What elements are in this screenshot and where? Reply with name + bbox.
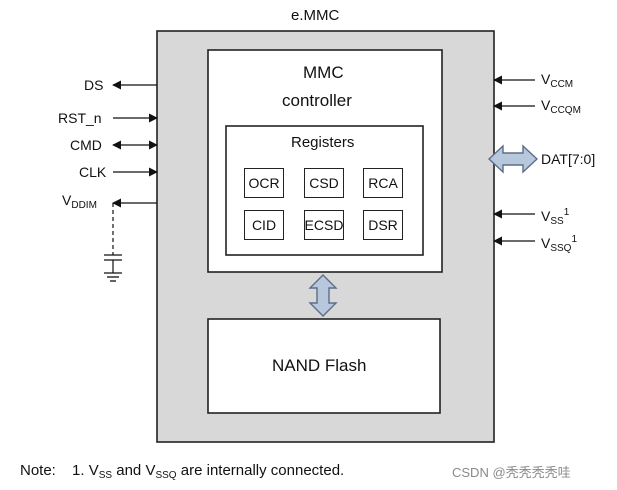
registers-heading: Registers: [291, 134, 355, 151]
pin-rst-label: RST_n: [58, 110, 102, 126]
pin-ds-label: DS: [84, 77, 104, 93]
register-cid: CID: [244, 210, 284, 240]
chip-title: e.MMC: [291, 7, 340, 24]
pin-vss-note-ref: 1: [563, 207, 570, 218]
pin-vssq-sub: SSQ: [550, 243, 572, 254]
pin-vccqm-main: V: [541, 97, 551, 113]
register-ocr: OCR: [244, 168, 284, 198]
pin-clk-label: CLK: [79, 164, 107, 180]
pin-vddim-main: V: [62, 192, 72, 208]
pin-vddim-label: VDDIM: [62, 192, 97, 214]
note-and: and: [116, 462, 142, 479]
note-number: 1.: [72, 462, 85, 479]
pin-vddim-sub: DDIM: [71, 200, 97, 211]
register-rca: RCA: [363, 168, 403, 198]
register-csd: CSD: [304, 168, 344, 198]
internal-bus-arrow: [308, 274, 338, 317]
controller-title-line2: controller: [282, 91, 352, 110]
nand-flash-block: [207, 318, 441, 414]
controller-title-line1: MMC: [303, 63, 344, 82]
register-dsr: DSR: [363, 210, 403, 240]
pin-vss-main: V: [541, 208, 551, 224]
note-tail: are internally connected.: [180, 462, 345, 479]
nand-flash-label: NAND Flash: [272, 356, 367, 375]
pin-vccqm-label: VCCQM: [541, 97, 581, 119]
pin-vssq-note-ref: 1: [571, 234, 578, 245]
pin-vccm-label: VCCM: [541, 71, 573, 93]
note-vssq: VSSQ: [145, 462, 177, 482]
note-label: Note:: [20, 462, 56, 479]
note-vss: VSS: [88, 462, 113, 482]
pin-vssq-label: VSSQ1: [541, 232, 577, 257]
pin-vss-sub: SS: [550, 216, 564, 227]
footnote: Note: 1. VSS and VSSQ are internally con…: [20, 463, 344, 484]
pin-vccqm-sub: CCQM: [550, 105, 581, 116]
dat-bus-arrow: [487, 144, 539, 174]
pin-cmd-label: CMD: [70, 137, 102, 153]
watermark: CSDN @秃秃秃秃哇: [452, 465, 571, 480]
pin-vss-label: VSS1: [541, 205, 569, 230]
pin-vccm-main: V: [541, 71, 551, 87]
register-ecsd: ECSD: [304, 210, 344, 240]
pin-vssq-main: V: [541, 235, 551, 251]
pin-vccm-sub: CCM: [550, 79, 574, 90]
pin-dat-label: DAT[7:0]: [541, 151, 596, 167]
